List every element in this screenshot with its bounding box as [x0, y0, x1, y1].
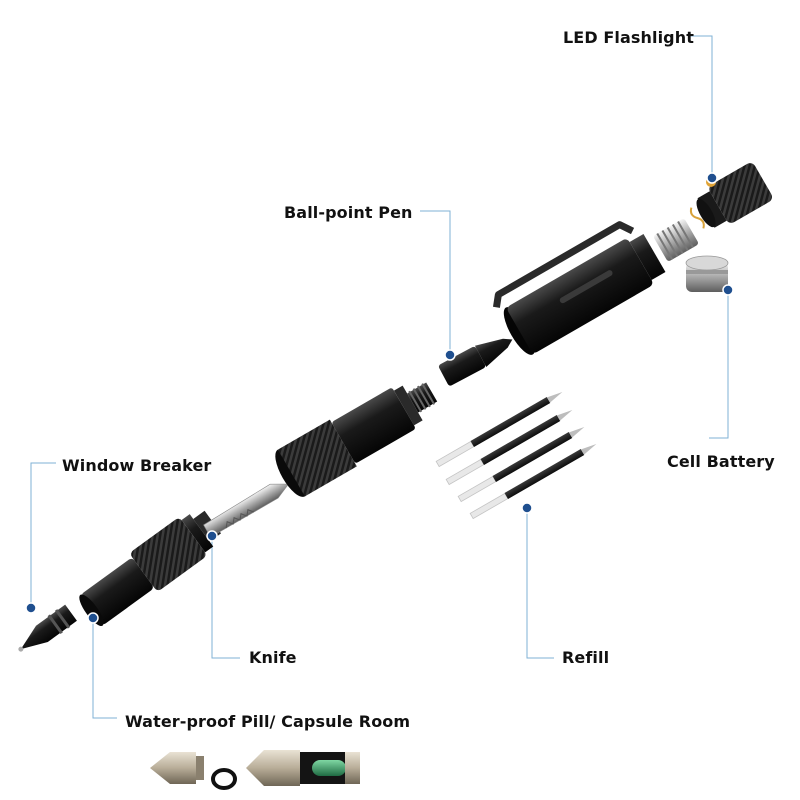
callout-dot-pill: [87, 612, 99, 624]
callout-dot-refill: [521, 502, 533, 514]
callout-dot-knife: [206, 530, 218, 542]
flashlight-thread: [654, 219, 698, 261]
callout-dot-battery: [722, 284, 734, 296]
label-knife: Knife: [249, 648, 297, 667]
label-led-flashlight: LED Flashlight: [563, 28, 694, 47]
label-window-breaker: Window Breaker: [62, 456, 212, 475]
pen-cap: [492, 221, 666, 355]
cell-battery: [685, 255, 729, 292]
callout-dot-led: [706, 172, 718, 184]
pill-capsule-inset: [150, 750, 360, 790]
label-cell-battery: Cell Battery: [667, 452, 775, 471]
callout-dot-window-breaker: [25, 602, 37, 614]
callout-dots: [25, 172, 734, 624]
capsule-pill-icon: [312, 760, 346, 776]
callout-dot-pen: [444, 349, 456, 361]
refills: [435, 392, 597, 520]
label-refill: Refill: [562, 648, 610, 667]
middle-barrel: [275, 382, 438, 497]
window-breaker-tip: [18, 604, 77, 652]
leader-lines: [30, 35, 729, 719]
knife-blade: [203, 483, 290, 538]
led-flashlight-head: [689, 163, 772, 229]
label-ballpoint-pen: Ball-point Pen: [284, 203, 413, 222]
pen-tip-section: [438, 338, 513, 386]
label-pill-room: Water-proof Pill/ Capsule Room: [125, 712, 411, 731]
